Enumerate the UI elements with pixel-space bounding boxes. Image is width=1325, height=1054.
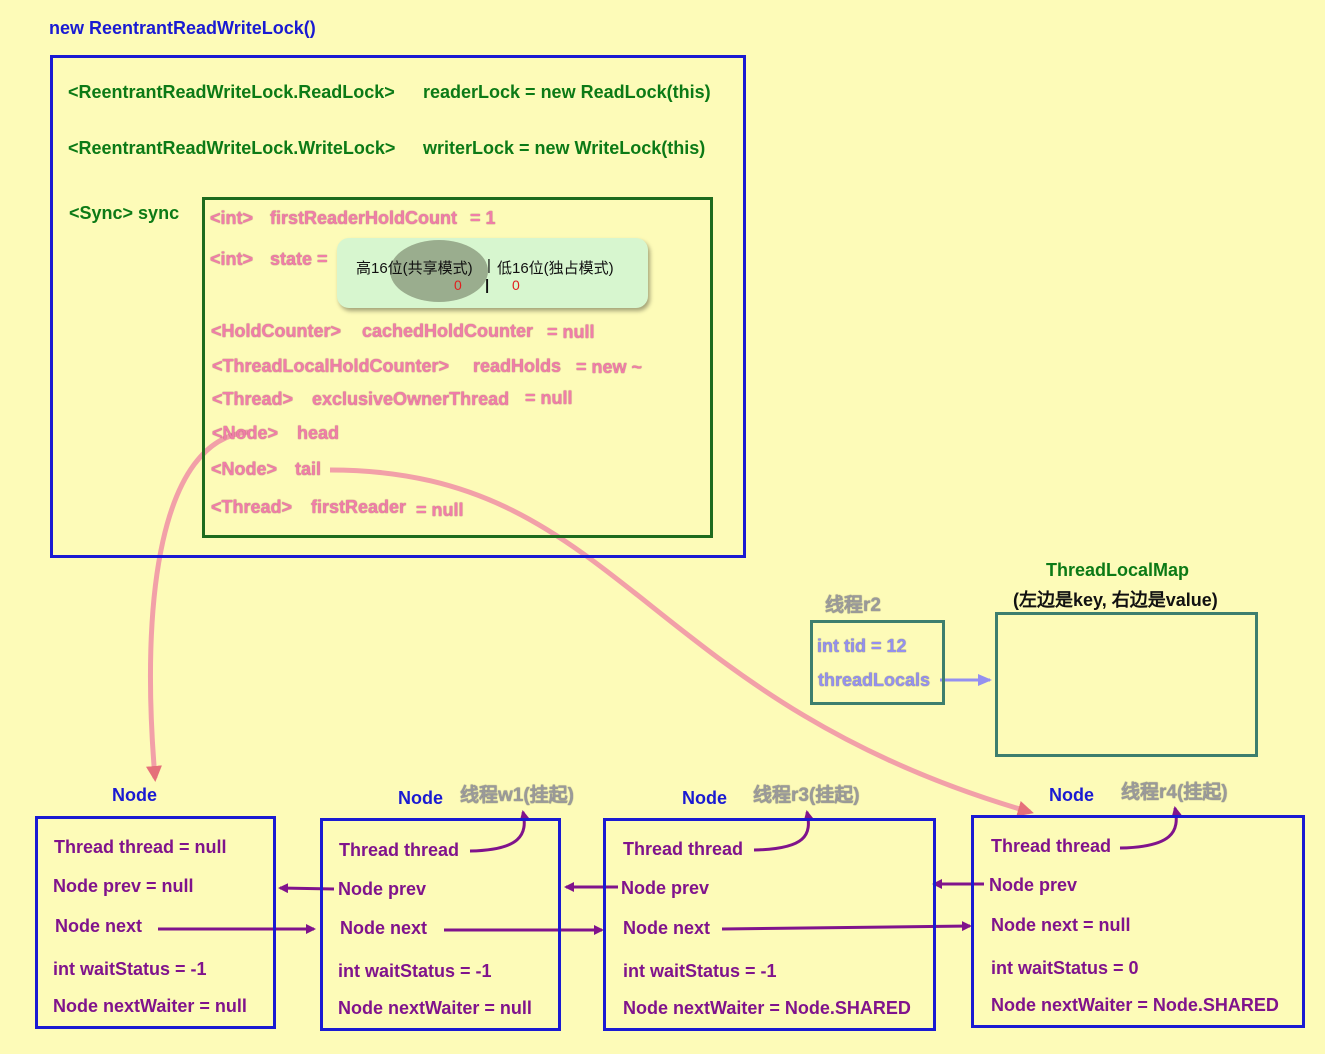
node-next-field: Node next bbox=[623, 918, 711, 938]
reader-lock-type: <ReentrantReadWriteLock.ReadLock> bbox=[68, 82, 395, 102]
state-high-label: 高16位(共享模式) bbox=[356, 260, 473, 277]
state-low-label: 低16位(独占模式) bbox=[497, 260, 614, 277]
node-thread-label: 线程w1(挂起) bbox=[460, 785, 575, 806]
field-type: <Thread> bbox=[212, 389, 294, 409]
threadlocalmap-box bbox=[995, 612, 1258, 757]
node-label: Node bbox=[398, 788, 443, 808]
thread-r2-title: 线程r2 bbox=[825, 595, 881, 616]
field-value: = null bbox=[547, 322, 595, 342]
node-thread-label: 线程r3(挂起) bbox=[753, 785, 860, 806]
node-label: Node bbox=[682, 788, 727, 808]
node-waitstatus-field: int waitStatus = -1 bbox=[623, 961, 777, 981]
threadlocalmap-subtitle: (左边是key, 右边是value) bbox=[1013, 590, 1218, 610]
node-nextwaiter-field: Node nextWaiter = Node.SHARED bbox=[991, 995, 1279, 1015]
thread-r2-box bbox=[810, 620, 945, 705]
field-value: = new ~ bbox=[576, 357, 643, 377]
thread-r2-tid: int tid = 12 bbox=[817, 636, 907, 656]
prev-arrow-2 bbox=[278, 883, 335, 894]
field-type: <int> bbox=[210, 249, 254, 269]
state-high-value: 0 bbox=[454, 277, 462, 293]
threadlocalmap-title: ThreadLocalMap bbox=[1046, 560, 1190, 580]
node-box bbox=[603, 818, 936, 1031]
node-nextwaiter-field: Node nextWaiter = null bbox=[338, 998, 532, 1018]
field-value: = null bbox=[416, 500, 464, 520]
field-name: readHolds bbox=[473, 356, 562, 376]
state-bits-box bbox=[337, 238, 648, 308]
node-prev-field: Node prev bbox=[338, 879, 427, 899]
diagram-title: new ReentrantReadWriteLock() bbox=[49, 18, 316, 38]
lock-object-box bbox=[50, 55, 746, 558]
node-box bbox=[35, 816, 276, 1029]
thread-arrow-r4 bbox=[1119, 806, 1182, 850]
node-thread-field: Thread thread bbox=[991, 836, 1112, 856]
field-type: <ThreadLocalHoldCounter> bbox=[212, 356, 450, 376]
node-thread-field: Thread thread bbox=[623, 839, 744, 859]
node-label: Node bbox=[1049, 785, 1094, 805]
node-label: Node bbox=[112, 785, 157, 805]
field-name: exclusiveOwnerThread bbox=[312, 389, 510, 409]
state-low-value: 0 bbox=[512, 277, 520, 293]
node-next-field: Node next bbox=[55, 916, 143, 936]
next-arrow-3 bbox=[721, 921, 972, 932]
node-nextwaiter-field: Node nextWaiter = Node.SHARED bbox=[623, 998, 911, 1018]
state-value-separator: | bbox=[485, 277, 490, 294]
node-prev-field: Node prev = null bbox=[53, 876, 194, 896]
field-type: <Node> bbox=[212, 423, 279, 443]
field-name: firstReaderHoldCount bbox=[270, 208, 458, 228]
field-name: head bbox=[297, 423, 340, 443]
tail-pointer-arrow bbox=[329, 467, 1034, 817]
field-name: state = bbox=[270, 249, 328, 269]
sync-label: <Sync> sync bbox=[69, 203, 180, 223]
sync-object-box bbox=[202, 197, 713, 538]
node-waitstatus-field: int waitStatus = -1 bbox=[338, 961, 492, 981]
node-box bbox=[320, 818, 561, 1031]
node-prev-field: Node prev bbox=[989, 875, 1078, 895]
writer-lock-type: <ReentrantReadWriteLock.WriteLock> bbox=[68, 138, 396, 158]
field-name: cachedHoldCounter bbox=[362, 321, 534, 341]
field-name: tail bbox=[295, 459, 322, 479]
node-waitstatus-field: int waitStatus = 0 bbox=[991, 958, 1139, 978]
node-thread-field: Thread thread = null bbox=[54, 837, 227, 857]
node-next-field: Node next bbox=[340, 918, 428, 938]
reader-lock-field: readerLock = new ReadLock(this) bbox=[423, 82, 711, 102]
field-type: <HoldCounter> bbox=[211, 321, 342, 341]
node-nextwaiter-field: Node nextWaiter = null bbox=[53, 996, 247, 1016]
state-separator: | bbox=[487, 257, 491, 274]
shared-bits-highlight bbox=[390, 240, 488, 302]
node-waitstatus-field: int waitStatus = -1 bbox=[53, 959, 207, 979]
node-prev-field: Node prev bbox=[621, 878, 710, 898]
field-type: <int> bbox=[210, 208, 254, 228]
node-next-field: Node next = null bbox=[991, 915, 1131, 935]
node-thread-label: 线程r4(挂起) bbox=[1121, 782, 1228, 803]
field-type: <Node> bbox=[211, 459, 278, 479]
thread-r2-locals: threadLocals bbox=[818, 670, 931, 690]
writer-lock-field: writerLock = new WriteLock(this) bbox=[423, 138, 706, 158]
field-name: firstReader bbox=[311, 497, 407, 517]
field-value: = 1 bbox=[470, 208, 496, 228]
field-value: = null bbox=[525, 388, 573, 408]
field-type: <Thread> bbox=[211, 497, 293, 517]
node-box bbox=[971, 815, 1305, 1028]
head-pointer-arrow bbox=[146, 429, 249, 782]
node-thread-field: Thread thread bbox=[339, 840, 460, 860]
